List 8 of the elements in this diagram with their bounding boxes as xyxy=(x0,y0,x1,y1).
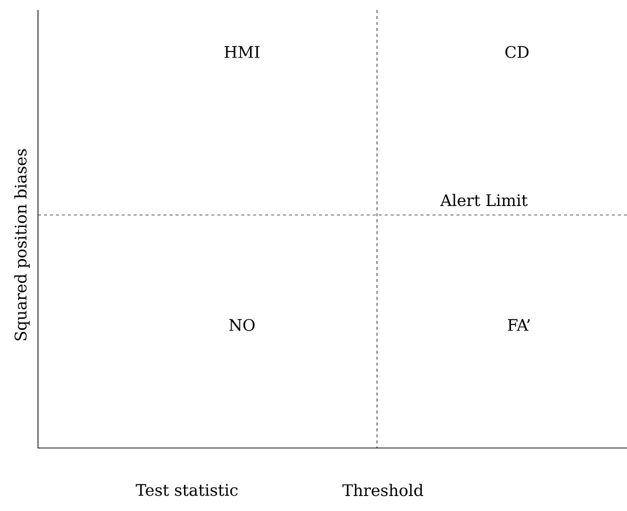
quadrant-label: HMI xyxy=(224,46,260,58)
quadrant-label: NO xyxy=(229,318,255,332)
threshold-label: Threshold xyxy=(342,484,424,496)
limit-label: Alert Limit xyxy=(440,194,528,206)
quadrant-label: FA’ xyxy=(508,319,530,331)
axis-title: Squared position biases xyxy=(14,149,30,340)
quadrant-label: CD xyxy=(505,46,529,58)
axis-title: Test statistic xyxy=(136,484,238,496)
